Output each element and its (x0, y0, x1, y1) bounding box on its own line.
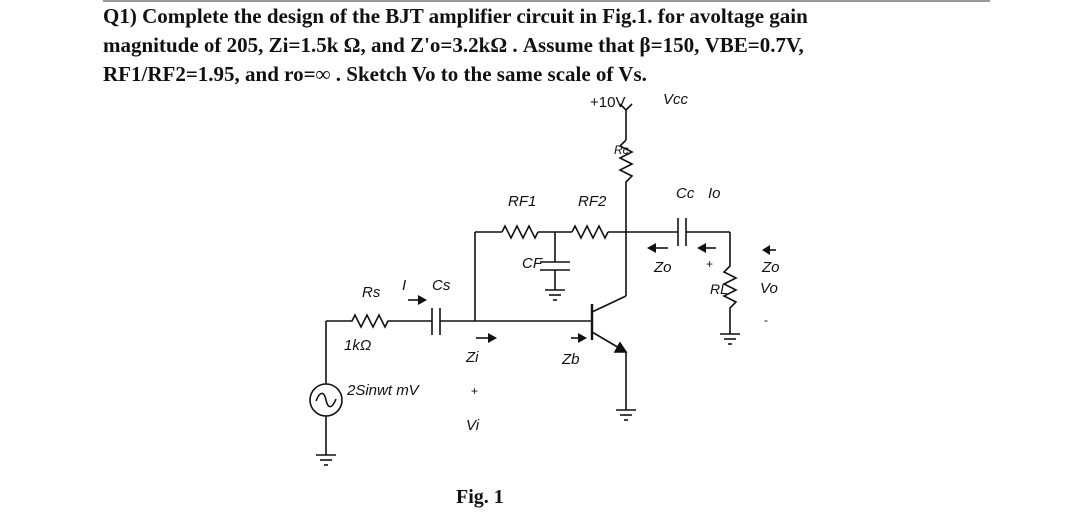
supply-label: +10V (590, 94, 625, 111)
bjt-collector-lead (591, 295, 627, 313)
ii-arrowhead (418, 295, 427, 305)
zo-prime-arrowhead (762, 245, 770, 255)
zi-label: Zi (465, 349, 479, 366)
sine-icon (315, 392, 337, 408)
zb-label: Zb (561, 351, 580, 368)
ground-rl (720, 333, 740, 345)
rf1-resistor (501, 224, 539, 240)
question-line-1: Q1) Complete the design of the BJT ampli… (103, 4, 808, 28)
cc-capacitor (677, 218, 687, 246)
rs-resistor (326, 313, 432, 329)
cs-label: Cs (432, 277, 451, 294)
io-arrowhead (697, 243, 706, 253)
rl-resistor (722, 232, 738, 334)
io-label: Io (708, 185, 721, 202)
vcc-label: Vcc (663, 91, 689, 108)
arrowheads (418, 243, 770, 343)
rl-label: RL (710, 281, 728, 297)
rf2-label: RF2 (578, 193, 607, 210)
cf-capacitor (540, 232, 570, 290)
question-line-3: RF1/RF2=1.95, and ro=∞ . Sketch Vo to th… (103, 62, 647, 86)
vo-label: Vo (760, 280, 778, 297)
plus-in-label: + (471, 384, 478, 398)
plus-out-label: + (706, 257, 713, 271)
rf1-label: RF1 (508, 193, 536, 210)
rs-label: Rs (362, 284, 381, 301)
zo-prime-label: Zo (761, 259, 780, 276)
zi-arrowhead (488, 333, 497, 343)
cc-label: Cc (676, 185, 695, 202)
zo-arrowhead (647, 243, 656, 253)
figure-caption: Fig. 1 (456, 486, 504, 508)
supply-node (619, 103, 633, 140)
rc-resistor (618, 139, 634, 232)
source-label: 2Sinwt mV (346, 382, 421, 399)
rc-label: Rc (614, 143, 629, 157)
ii-label: I (402, 277, 406, 294)
ground-emitter (616, 409, 636, 421)
rs-value-label: 1kΩ (344, 337, 371, 354)
question-text: Q1) Complete the design of the BJT ampli… (103, 2, 983, 89)
bjt-emitter-arrow (613, 341, 628, 353)
vi-label: Vi (466, 417, 480, 434)
cs-capacitor (431, 308, 441, 335)
cf-label: CF (522, 255, 543, 272)
zb-arrowhead (578, 333, 587, 343)
ground-cf (545, 289, 565, 301)
zo-label: Zo (653, 259, 672, 276)
ground-source (316, 454, 336, 466)
minus-out-label: - (764, 313, 768, 327)
question-line-2: magnitude of 205, Zi=1.5k Ω, and Z'o=3.2… (103, 33, 804, 57)
rf2-resistor (571, 224, 609, 240)
